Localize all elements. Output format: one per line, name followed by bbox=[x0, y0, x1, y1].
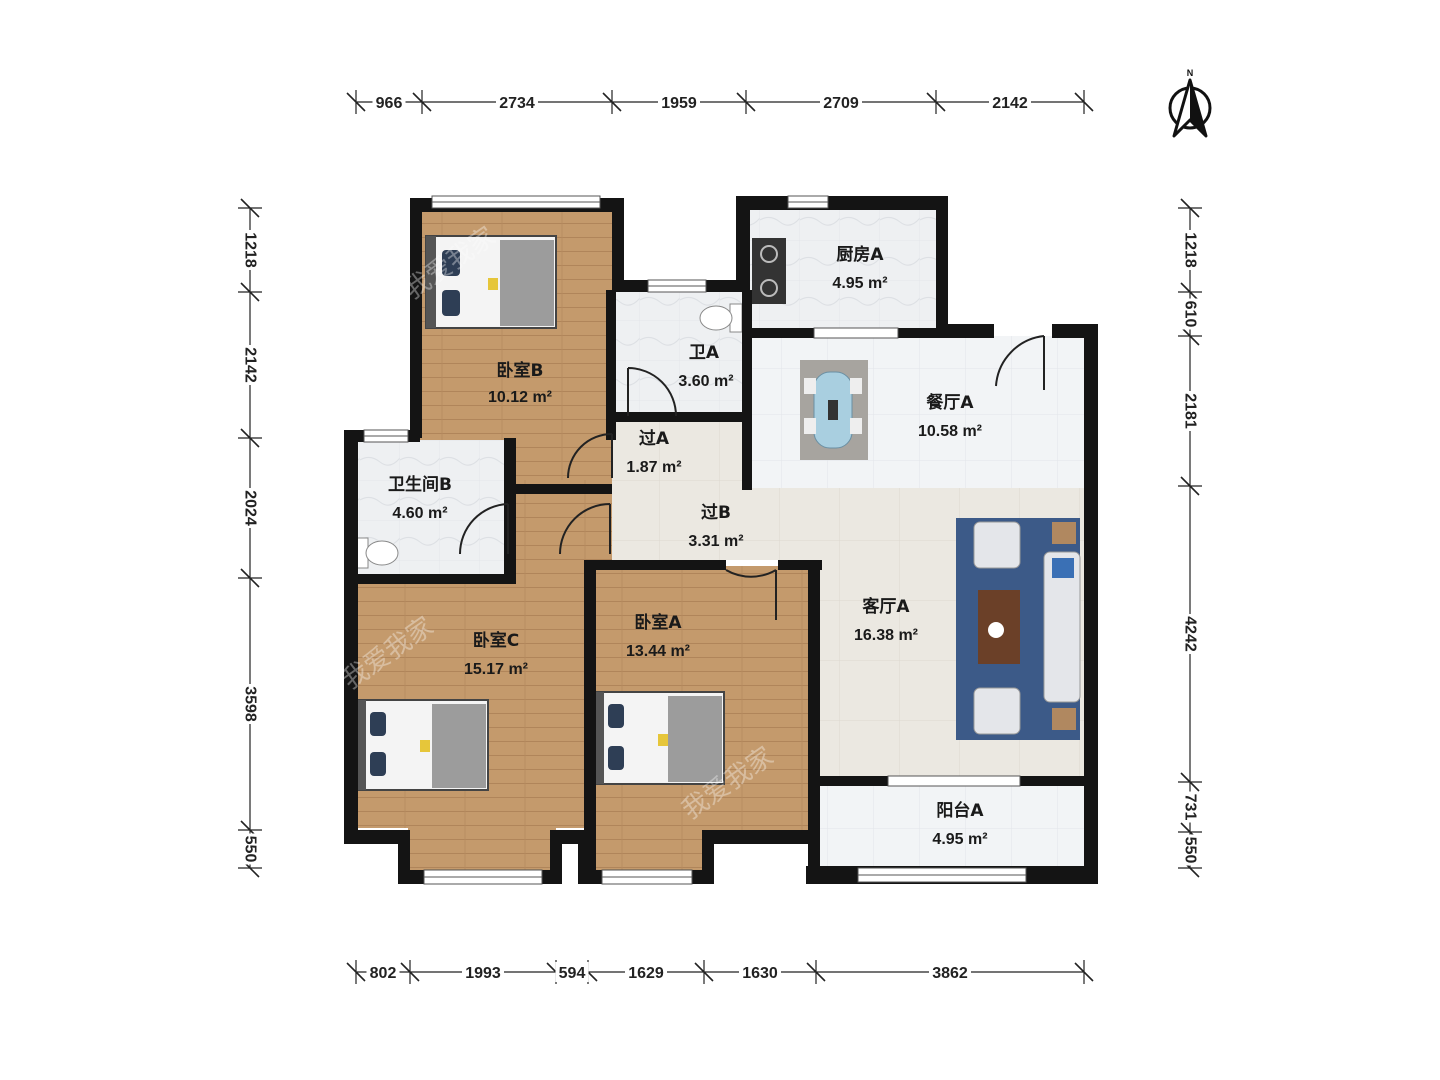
bed-icon bbox=[355, 699, 489, 791]
dimension-label-left: 550 bbox=[242, 836, 259, 863]
room-area-bedroom-a: 13.44 m² bbox=[626, 643, 690, 660]
room-area-hall-b: 3.31 m² bbox=[688, 533, 743, 550]
dimension-label-bg bbox=[739, 962, 781, 982]
dimension-label-bg bbox=[240, 230, 260, 270]
dimension-label-bg bbox=[240, 684, 260, 724]
room-name-hall-b: 过B bbox=[701, 503, 731, 523]
dimension-label-bottom: 594 bbox=[559, 965, 586, 982]
dimension-label-top: 2734 bbox=[499, 95, 535, 112]
dimension-label-top: 1959 bbox=[661, 95, 697, 112]
dimension-label-bottom: 1629 bbox=[628, 965, 664, 982]
room-area-kitchen-a: 4.95 m² bbox=[832, 275, 887, 292]
room-area-balcony-a: 4.95 m² bbox=[932, 831, 987, 848]
room-name-bedroom-b: 卧室B bbox=[497, 360, 544, 381]
dimension-label-bg bbox=[989, 92, 1031, 112]
furniture bbox=[355, 235, 1081, 791]
dimension-label-left: 2024 bbox=[242, 490, 259, 526]
room-area-dining-a: 10.58 m² bbox=[918, 423, 982, 440]
dimension-label-right: 4242 bbox=[1182, 616, 1199, 652]
room-area-hall-a: 1.87 m² bbox=[626, 459, 681, 476]
dimension-label-bottom: 3862 bbox=[932, 965, 968, 982]
dimension-label-bg bbox=[929, 962, 971, 982]
room-area-living-a: 16.38 m² bbox=[854, 627, 918, 644]
room-name-dining-a: 餐厅A bbox=[926, 392, 974, 413]
dimension-label-bg bbox=[1180, 614, 1200, 654]
dimension-label-top: 2142 bbox=[992, 95, 1028, 112]
dimension-label-bg bbox=[625, 962, 667, 982]
dimension-label-bg bbox=[496, 92, 538, 112]
dimension-label-bg bbox=[1180, 791, 1200, 823]
room-area-bathroom-b: 4.60 m² bbox=[392, 505, 447, 522]
dimension-label-right: 1218 bbox=[1182, 232, 1199, 268]
stove-icon bbox=[752, 238, 786, 304]
dimension-label-bottom: 802 bbox=[370, 965, 397, 982]
sofa-set-icon bbox=[956, 518, 1081, 740]
room-name-balcony-a: 阳台A bbox=[936, 800, 984, 821]
dimension-label-bottom: 1630 bbox=[742, 965, 778, 982]
room-name-living-a: 客厅A bbox=[861, 596, 910, 617]
dimension-label-bg bbox=[1180, 834, 1200, 866]
dimension-label-left: 2142 bbox=[242, 347, 259, 383]
floors bbox=[352, 208, 1088, 874]
room-labels: 卧室B 10.12 m² 卫A 3.60 m² 厨房A 4.95 m² 餐厅A … bbox=[388, 244, 988, 848]
compass-label: N bbox=[1187, 68, 1194, 78]
dimension-label-bg bbox=[1180, 298, 1200, 330]
dimension-label-bg bbox=[1180, 391, 1200, 431]
dimension-label-bg bbox=[240, 488, 260, 528]
dimension-label-left: 3598 bbox=[242, 686, 259, 722]
dimension-label-top: 966 bbox=[376, 95, 403, 112]
dimension-label-left: 1218 bbox=[242, 232, 259, 268]
dimension-label-top: 2709 bbox=[823, 95, 859, 112]
north-arrow-icon: N bbox=[1168, 68, 1212, 138]
dimension-label-right: 2181 bbox=[1182, 393, 1199, 429]
dimension-label-bg bbox=[658, 92, 700, 112]
bed-icon bbox=[593, 691, 725, 785]
room-name-bathroom-a: 卫A bbox=[689, 343, 720, 363]
room-name-bathroom-b: 卫生间B bbox=[388, 474, 452, 495]
toilet-icon bbox=[355, 537, 399, 569]
dimension-label-bg bbox=[1180, 230, 1200, 270]
room-name-kitchen-a: 厨房A bbox=[836, 244, 884, 265]
dimension-label-bottom: 1993 bbox=[465, 965, 501, 982]
dimension-label-bg bbox=[462, 962, 504, 982]
dimension-label-right: 550 bbox=[1182, 837, 1199, 864]
dimension-label-right: 610 bbox=[1182, 301, 1199, 328]
dimension-label-bg bbox=[366, 962, 400, 982]
doors bbox=[458, 335, 1045, 620]
room-name-hall-a: 过A bbox=[639, 429, 670, 449]
dimension-lines: 966 2734 1959 2709 2142 802 1993 594 1629 1630 386… bbox=[238, 90, 1202, 984]
dimension-label-bg bbox=[240, 833, 260, 865]
room-name-bedroom-c: 卧室C bbox=[473, 630, 519, 651]
dining-table-icon bbox=[800, 360, 868, 460]
room-area-bathroom-a: 3.60 m² bbox=[678, 373, 733, 390]
dimension-label-bg bbox=[555, 962, 589, 982]
bed-icon bbox=[425, 235, 557, 329]
room-area-bedroom-c: 15.17 m² bbox=[464, 661, 528, 678]
dimension-label-bg bbox=[820, 92, 862, 112]
walls bbox=[344, 196, 1098, 884]
dimension-label-bg bbox=[372, 92, 406, 112]
room-area-bedroom-b: 10.12 m² bbox=[488, 389, 552, 406]
windows bbox=[363, 195, 1027, 885]
toilet-icon bbox=[699, 303, 743, 333]
dimension-label-right: 731 bbox=[1182, 794, 1199, 821]
room-name-bedroom-a: 卧室A bbox=[634, 612, 682, 633]
dimension-label-bg bbox=[240, 345, 260, 385]
